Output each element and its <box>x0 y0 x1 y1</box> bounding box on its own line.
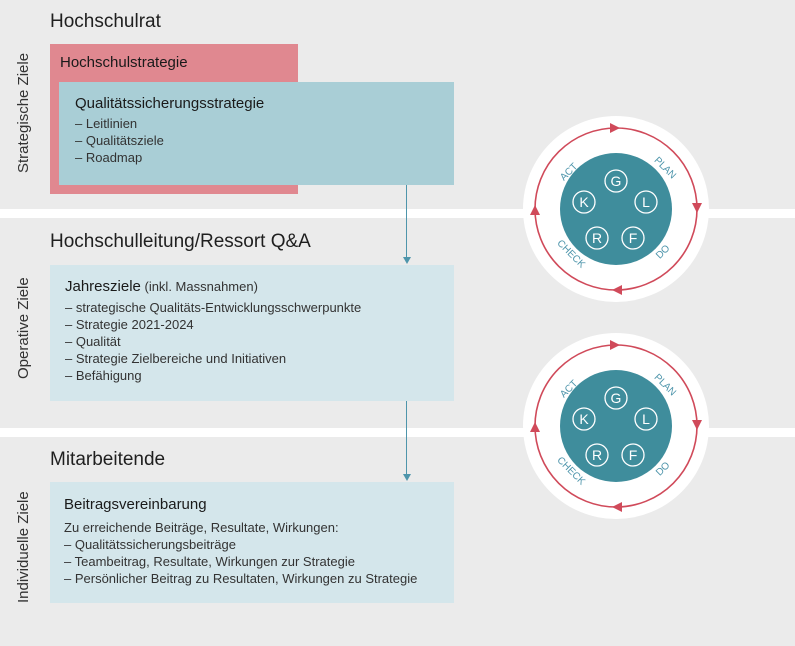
letter-circle <box>585 443 609 467</box>
pdca-arc <box>534 127 617 210</box>
letter-circle <box>572 407 596 431</box>
arrow-down-icon <box>692 203 702 213</box>
arrow-down-icon <box>403 474 411 481</box>
list-item: – Leitlinien <box>75 116 138 131</box>
list-item: – Qualitätssicherungsbeiträge <box>64 537 236 552</box>
vertical-label-individual: Individuelle Ziele <box>15 491 32 603</box>
letter-r: R <box>592 447 602 463</box>
list-item: – Strategie Zielbereiche und Initiativen <box>65 351 287 366</box>
letter-circle <box>621 226 645 250</box>
vertical-label-operative: Operative Ziele <box>15 277 32 379</box>
jahresziele-title-note: (inkl. Massnahmen) <box>140 279 258 294</box>
vertical-label-strategic: Strategische Ziele <box>15 52 32 173</box>
letter-k: K <box>579 194 589 210</box>
letter-circle <box>621 443 645 467</box>
list-item: – strategische Qualitäts-Entwicklungssch… <box>65 300 362 315</box>
section-title-mitarbeitende: Mitarbeitende <box>50 449 166 470</box>
letter-g: G <box>611 390 622 406</box>
pdca-cycle-diagram: ACT PLAN DO CHECK G K L R F <box>523 116 709 302</box>
pdca-arc <box>615 208 698 291</box>
jahresziele-title-main: Jahresziele <box>65 278 141 295</box>
list-item: – Persönlicher Beitrag zu Resultaten, Wi… <box>64 571 418 586</box>
beitragsvereinbarung-box: Beitragsvereinbarung Zu erreichende Beit… <box>50 482 454 603</box>
pdca-arc <box>615 344 698 427</box>
jahresziele-title: Jahresziele (inkl. Massnahmen) <box>65 278 439 295</box>
connector-line <box>406 185 407 258</box>
arrow-down-icon <box>403 257 411 264</box>
letter-r: R <box>592 230 602 246</box>
list-intro: Zu erreichende Beiträge, Resultate, Wirk… <box>64 520 339 535</box>
letter-f: F <box>629 230 638 246</box>
pdca-arc <box>534 208 617 291</box>
letter-l: L <box>642 411 650 427</box>
qs-strategy-box: Qualitätssicherungsstrategie – Leitlinie… <box>59 82 454 185</box>
letter-circle <box>634 407 658 431</box>
beitragsvereinbarung-title: Beitragsvereinbarung <box>64 496 207 513</box>
letter-circle <box>585 226 609 250</box>
list-item: – Befähigung <box>65 368 142 383</box>
section-title-hochschulleitung: Hochschulleitung/Ressort Q&A <box>50 231 311 252</box>
pdca-arc <box>534 425 617 508</box>
arrow-right-icon <box>610 123 620 133</box>
jahresziele-box: Jahresziele (inkl. Massnahmen) – strateg… <box>50 265 454 401</box>
arrow-up-icon <box>530 422 540 432</box>
letter-f: F <box>629 447 638 463</box>
section-separator <box>0 209 795 218</box>
pdca-cycle-diagram: ACT PLAN DO CHECK G K L R F <box>523 333 709 519</box>
connector-line <box>406 401 407 475</box>
list-item: – Teambeitrag, Resultate, Wirkungen zur … <box>64 554 355 569</box>
letter-circle <box>604 169 628 193</box>
pdca-arc <box>615 425 698 508</box>
pdca-arc <box>534 344 617 427</box>
arrow-up-icon <box>530 205 540 215</box>
letter-g: G <box>611 173 622 189</box>
letter-k: K <box>579 411 589 427</box>
hochschulstrategie-title: Hochschulstrategie <box>60 54 188 71</box>
section-separator <box>0 428 795 437</box>
arrow-left-icon <box>612 285 622 295</box>
letter-l: L <box>642 194 650 210</box>
pdca-arc <box>615 127 698 210</box>
arrow-right-icon <box>610 340 620 350</box>
list-item: – Qualitätsziele <box>75 133 164 148</box>
qs-strategy-title: Qualitätssicherungsstrategie <box>75 95 265 112</box>
list-item: – Roadmap <box>75 150 143 165</box>
section-title-hochschulrat: Hochschulrat <box>50 11 161 32</box>
letter-circle <box>634 190 658 214</box>
list-item: – Strategie 2021-2024 <box>65 317 194 332</box>
letter-circle <box>604 386 628 410</box>
arrow-down-icon <box>692 420 702 430</box>
list-item: – Qualität <box>65 334 121 349</box>
letter-circle <box>572 190 596 214</box>
arrow-left-icon <box>612 502 622 512</box>
